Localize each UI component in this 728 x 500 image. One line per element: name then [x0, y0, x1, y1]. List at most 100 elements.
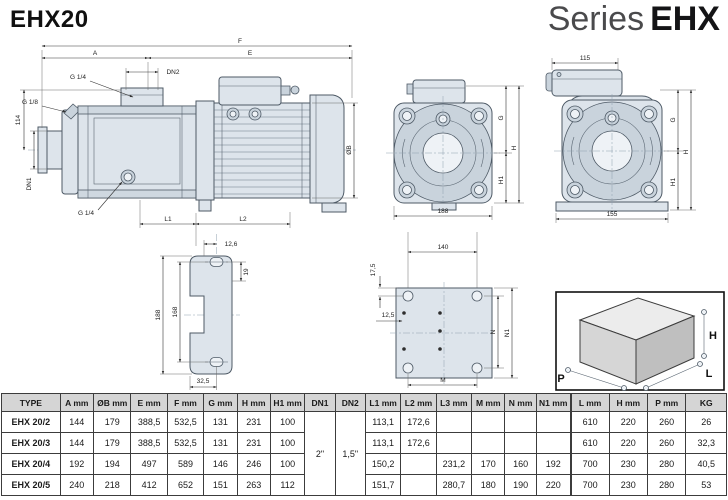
dim-cell: 388,5 [130, 432, 168, 454]
dim-label-19: 19 [243, 268, 250, 276]
series-word: Series [547, 0, 645, 38]
dn2-cell: 1,5" [334, 411, 366, 496]
dim-label-f: F [238, 38, 242, 45]
value-cell: 172,6 [400, 411, 437, 433]
dim-cell: 146 [203, 453, 238, 475]
value-cell: 113,1 [364, 411, 402, 433]
dim-label-g18: G 1/8 [22, 99, 38, 106]
value-cell: 610 [569, 411, 610, 433]
column-header: G mm [203, 393, 238, 412]
dim-label-rear-h1: H1 [670, 177, 677, 186]
dim-cell: 532,5 [166, 411, 205, 433]
front-view-fan-end: 115 G H H1 155 [545, 55, 696, 223]
dim-label-rear-g: G [670, 117, 677, 122]
row-type: EHX 20/2 [1, 411, 61, 433]
packaging-box-panel: H L P [555, 291, 725, 391]
dim-label-front-188: 188 [438, 208, 449, 215]
dim-cell: 231 [236, 432, 271, 454]
dim-label-168: 168 [172, 306, 179, 317]
dn1-cell: 2" [304, 411, 336, 496]
dim-cell: 100 [269, 432, 306, 454]
dim-cell: 231 [236, 411, 271, 433]
dim-cell: 263 [236, 474, 271, 496]
page-title: EHX20 [10, 6, 89, 33]
dim-label-front-h: H [511, 145, 518, 150]
base-plate-detail: 140 17,5 12,5 N N1 M [370, 232, 518, 388]
value-cell [400, 453, 437, 475]
technical-drawings: F A E DN2 G 1/4 G 1/8 114 DN1 ØB L1 L2 G… [15, 38, 725, 391]
column-header: H1 mm [269, 393, 306, 412]
dim-cell: 131 [203, 432, 238, 454]
value-cell: 610 [569, 432, 610, 454]
value-cell: 32,3 [685, 432, 727, 454]
column-header: L mm [569, 393, 610, 412]
dim-label-e: E [248, 50, 253, 57]
value-cell: 172,6 [400, 432, 437, 454]
value-cell: 190 [504, 474, 537, 496]
dim-label-dn1: DN1 [26, 177, 33, 190]
dim-label-rear-h: H [683, 149, 690, 154]
dim-label-155: 155 [607, 211, 618, 218]
dim-cell: 218 [92, 474, 132, 496]
dim-label-17-5: 17,5 [370, 263, 377, 276]
dim-label-box-h: H [709, 330, 717, 342]
value-cell: 150,2 [364, 453, 402, 475]
dim-cell: 388,5 [130, 411, 168, 433]
value-cell [400, 474, 437, 496]
dim-label-dn2: DN2 [166, 69, 179, 76]
dim-label-114: 114 [15, 114, 22, 125]
value-cell: 180 [471, 474, 506, 496]
dim-cell: 589 [166, 453, 205, 475]
dim-cell: 151 [203, 474, 238, 496]
dim-cell: 412 [130, 474, 168, 496]
dim-cell: 192 [59, 453, 95, 475]
dim-cell: 144 [59, 432, 95, 454]
column-header: M mm [471, 393, 506, 412]
dim-label-g14-top: G 1/4 [70, 74, 86, 81]
dim-label-ob: ØB [346, 145, 353, 154]
dim-label-115: 115 [580, 55, 591, 62]
dim-cell: 652 [166, 474, 205, 496]
dim-cell: 179 [92, 432, 132, 454]
dim-label-g14-drain: G 1/4 [78, 210, 94, 217]
column-header: DN1 [304, 393, 336, 412]
dim-label-front-g: G [498, 115, 505, 120]
value-cell: 280 [646, 453, 687, 475]
dim-cell: 532,5 [166, 432, 205, 454]
value-cell: 700 [569, 453, 610, 475]
dim-label-m: M [440, 377, 445, 384]
value-cell: 260 [646, 432, 687, 454]
value-cell [471, 411, 506, 433]
dim-label-n: N [490, 329, 497, 334]
column-header: F mm [166, 393, 205, 412]
column-header: H mm [608, 393, 648, 412]
value-cell: 231,2 [435, 453, 473, 475]
row-type: EHX 20/4 [1, 453, 61, 475]
value-cell [535, 411, 572, 433]
dim-cell: 179 [92, 411, 132, 433]
dim-label-box-l: L [706, 368, 713, 380]
dim-cell: 240 [59, 474, 95, 496]
column-header: KG [685, 393, 727, 412]
value-cell: 220 [608, 411, 648, 433]
value-cell: 170 [471, 453, 506, 475]
value-cell: 280,7 [435, 474, 473, 496]
column-header: L3 mm [435, 393, 473, 412]
column-header: N mm [504, 393, 537, 412]
value-cell [504, 411, 537, 433]
column-header: A mm [59, 393, 95, 412]
column-header: L2 mm [400, 393, 437, 412]
dim-label-l1: L1 [164, 216, 172, 223]
column-header: P mm [646, 393, 687, 412]
dim-label-32-5: 32,5 [197, 378, 210, 385]
dim-label-box-p: P [557, 373, 564, 385]
value-cell: 40,5 [685, 453, 727, 475]
value-cell: 151,7 [364, 474, 402, 496]
dim-cell: 100 [269, 453, 306, 475]
